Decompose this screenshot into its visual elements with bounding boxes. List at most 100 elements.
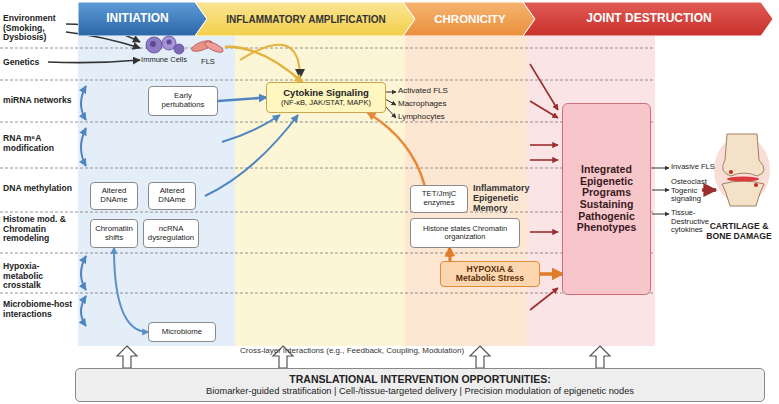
feedback-arrow — [205, 115, 298, 196]
process-box: Chromatiin shifts — [90, 219, 138, 248]
output-arrow — [652, 190, 669, 191]
text-label: miRNA networks — [3, 96, 75, 106]
process-box: ncRNA dysregulation — [143, 219, 199, 248]
connector — [226, 47, 302, 82]
phase-chevron: INFLAMMATORY AMPLIFICATION — [195, 2, 415, 36]
output-arrow — [652, 214, 669, 215]
cell-shape — [150, 41, 156, 47]
cell-shape — [203, 40, 224, 55]
text-label: Hypoxia-metabolic crosstalk — [3, 262, 77, 291]
chevron-outline — [195, 2, 415, 36]
text-label: CARTILAGE & BONE DAMAGE — [700, 222, 778, 241]
feedback-arrow — [81, 256, 86, 290]
hollow-up-arrow — [470, 346, 490, 368]
row-divider — [0, 253, 655, 254]
node-text: JOINT DESTRUCTION — [586, 12, 711, 25]
intervention-box: TRANSLATIONAL INTERVENTION OPPORTUNITIES… — [75, 368, 765, 402]
connector — [540, 272, 562, 276]
process-box: Altered DNAme — [90, 182, 138, 210]
node-text: Early pertubations — [155, 92, 211, 109]
text-label: Activated FLS — [398, 87, 468, 96]
process-box: Altered DNAme — [148, 182, 196, 210]
intervention-arrows — [117, 346, 610, 368]
cell-illustration — [190, 36, 226, 58]
integration-arrow — [530, 231, 558, 233]
hub-box: Cytokine Signaling(NF-κB, JAK/STAT, MAPK… — [266, 82, 386, 113]
node-text: Histone states Chromatin organization — [420, 225, 510, 242]
node-text: ncRNA dysregulation — [146, 225, 196, 242]
output-arrow — [385, 106, 396, 118]
femur — [723, 134, 764, 176]
phase-column — [235, 36, 405, 346]
cell-icon: Immune Cells — [140, 34, 188, 76]
cartilage-damage — [727, 176, 759, 181]
node-text: TRANSLATIONAL INTERVENTION OPPORTUNITIES… — [289, 374, 550, 386]
process-box: TET/JmjC enzymes — [410, 185, 468, 213]
integration-arrow — [530, 159, 558, 161]
node-text: Chromatiin shifts — [93, 225, 135, 242]
chevron-label-area: JOINT DESTRUCTION — [539, 2, 759, 36]
tibia — [722, 181, 764, 206]
node-text: Integrated Epigenetic Programs Sustainin… — [567, 164, 647, 233]
node-text: HYPOXIA & Metabolic Stress — [450, 265, 530, 284]
node-text: Immune Cells — [141, 56, 187, 64]
node-text: Altered DNAme — [93, 187, 135, 204]
node-text: INFLAMMATORY AMPLIFICATION — [226, 14, 386, 25]
hollow-up-arrow — [117, 346, 137, 368]
text-label: RNA m⁶A modification — [3, 134, 75, 153]
feedback-arrow — [81, 86, 86, 120]
node-text: FLS — [201, 58, 215, 66]
feedback-arrow — [222, 115, 280, 142]
chevron-outline — [403, 2, 535, 36]
phase-column — [78, 36, 235, 346]
text-label: Lymphocytes — [398, 113, 468, 122]
node-text: INITIATION — [106, 12, 168, 25]
row-divider — [0, 293, 655, 294]
hollow-up-arrow — [590, 346, 610, 368]
node-text: (NF-κB, JAK/STAT, MAPK) — [281, 99, 371, 107]
chevron-outline — [78, 2, 207, 36]
connector — [218, 98, 266, 102]
cell-shape — [167, 40, 172, 45]
output-arrow — [652, 168, 669, 169]
erosion — [754, 183, 758, 187]
row-divider — [0, 48, 655, 49]
phase-chevron: INITIATION — [78, 2, 207, 36]
process-box: Histone states Chromatin organization — [410, 218, 520, 248]
text-label: Environment (Smoking, Dysbiosis) — [3, 14, 75, 43]
row-divider — [0, 80, 655, 81]
output-arrow — [385, 92, 396, 93]
text-label: Inflammatory Epigenetic Memory — [473, 183, 543, 213]
connector — [448, 248, 451, 261]
node-text: TET/JmjC enzymes — [414, 190, 464, 207]
cell-shape — [174, 44, 184, 54]
phase-column — [527, 36, 655, 346]
cell-shape — [146, 37, 162, 53]
integration-box: Integrated Epigenetic Programs Sustainin… — [562, 103, 651, 295]
text-label: Cross-layer interactions (e.g., Feedback… — [240, 347, 520, 356]
phase-chevron: CHRONICITY — [403, 2, 535, 36]
process-box: Microbiome — [148, 322, 216, 342]
row-divider — [0, 212, 655, 213]
chevron-label-area: INFLAMMATORY AMPLIFICATION — [211, 2, 401, 36]
row-divider — [0, 168, 655, 169]
node-text: Microbiome — [162, 328, 202, 337]
input-arrow — [48, 60, 140, 63]
feedback-arrow — [81, 128, 86, 166]
chevron-label-area: CHRONICITY — [419, 2, 521, 36]
phase-chevron: JOINT DESTRUCTION — [523, 2, 773, 36]
chevron-outline — [523, 2, 773, 36]
cell-icon: FLS — [190, 36, 226, 72]
chevron-label-area: INITIATION — [82, 2, 193, 36]
joint-illustration — [714, 134, 770, 206]
integration-arrow — [530, 64, 558, 110]
node-text: Altered DNAme — [151, 187, 193, 204]
text-label: DNA methylation — [3, 184, 77, 194]
text-label: Microbiome-host interactions — [3, 300, 77, 319]
cell-illustration — [140, 34, 188, 56]
integration-arrow — [530, 288, 558, 310]
erosion — [729, 170, 733, 174]
text-label: Macrophages — [398, 100, 468, 109]
feedback-loop — [240, 45, 300, 78]
